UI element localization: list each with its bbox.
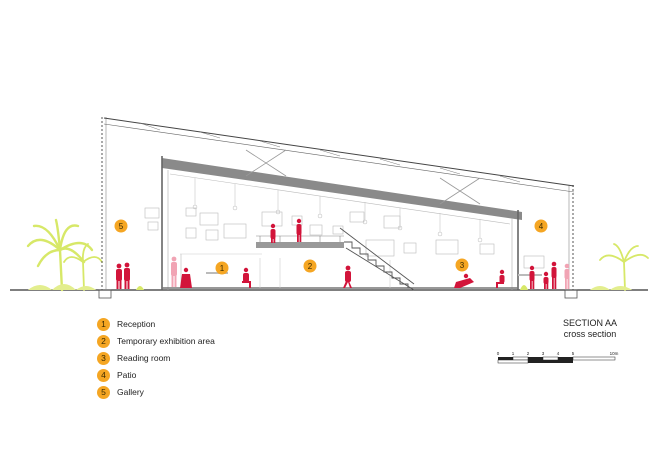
legend-label: Gallery [117, 387, 144, 397]
section-title-main: SECTION AA [562, 318, 617, 328]
legend-label: Temporary exhibition area [117, 336, 215, 346]
scale-label: 0 [497, 351, 500, 356]
space-marker-label: 5 [119, 222, 124, 231]
shrub-icon [136, 286, 144, 290]
staircase [339, 227, 415, 291]
roof-x-braces [245, 149, 481, 205]
mezzanine-slab [256, 242, 344, 248]
person-icon [496, 269, 505, 288]
space-marker-label: 1 [220, 264, 225, 273]
legend-number-badge: 1 [97, 318, 110, 331]
scale-label: 10m [610, 351, 619, 356]
person-icon [171, 256, 177, 287]
legend-item: 1 Reception [97, 318, 297, 332]
person-icon [270, 223, 276, 243]
palm-tree-icon [599, 243, 649, 291]
person-icon [529, 265, 535, 289]
person-icon [124, 262, 130, 289]
legend-item: 4 Patio [97, 369, 297, 383]
shrub-icon [520, 285, 528, 290]
reception-desk [206, 272, 228, 274]
space-marker-reception: 1 [215, 261, 229, 275]
person-icon [116, 263, 122, 289]
person-icon [454, 273, 474, 288]
person-icon [551, 261, 557, 289]
scale-label: 4 [557, 351, 560, 356]
legend-label: Patio [117, 370, 137, 380]
palm-tree-icon [63, 243, 103, 291]
person-icon [180, 267, 192, 288]
legend-number-badge: 5 [97, 386, 110, 399]
space-marker-label: 4 [539, 222, 544, 231]
legend-number-badge: 4 [97, 369, 110, 382]
section-title-sub: cross section [563, 329, 617, 339]
space-marker-patio: 4 [534, 219, 548, 233]
exhibition-frames [144, 207, 545, 269]
person-icon [242, 267, 251, 288]
section-title: SECTION AA cross section [560, 318, 620, 340]
scale-bar: 0 1 2 3 4 5 10m [497, 351, 619, 364]
person-icon [296, 218, 302, 242]
space-marker-label: 3 [460, 261, 465, 270]
scale-label: 1 [512, 351, 515, 356]
mezzanine-railing-posts [259, 236, 341, 242]
roof-slab [162, 158, 522, 220]
space-marker-gallery: 5 [114, 219, 128, 233]
foundation-left [98, 289, 112, 299]
foundation-right [564, 289, 578, 299]
person-icon [564, 263, 570, 289]
legend-label: Reading room [117, 353, 171, 363]
shrub-icon [590, 286, 632, 290]
ceiling-line [169, 173, 511, 225]
palm-tree-icon [26, 218, 94, 292]
legend-item: 3 Reading room [97, 352, 297, 366]
legend-number-badge: 3 [97, 352, 110, 365]
legend-item: 5 Gallery [97, 386, 297, 400]
roof-truss-bottom [103, 123, 575, 193]
shrub-icon [28, 284, 96, 290]
space-marker-reading-room: 3 [455, 258, 469, 272]
scale-label: 2 [527, 351, 530, 356]
scale-label: 5 [572, 351, 575, 356]
legend-label: Reception [117, 319, 156, 329]
legend-number-badge: 2 [97, 335, 110, 348]
legend-item: 2 Temporary exhibition area [97, 335, 297, 349]
space-marker-exhibition: 2 [303, 259, 317, 273]
people-figures [116, 218, 570, 289]
scale-label: 3 [542, 351, 545, 356]
space-marker-label: 2 [308, 262, 313, 271]
roof-truss-top [103, 117, 575, 187]
person-icon [543, 271, 549, 289]
person-icon [343, 265, 352, 288]
roof-truss-bracing [139, 122, 521, 183]
